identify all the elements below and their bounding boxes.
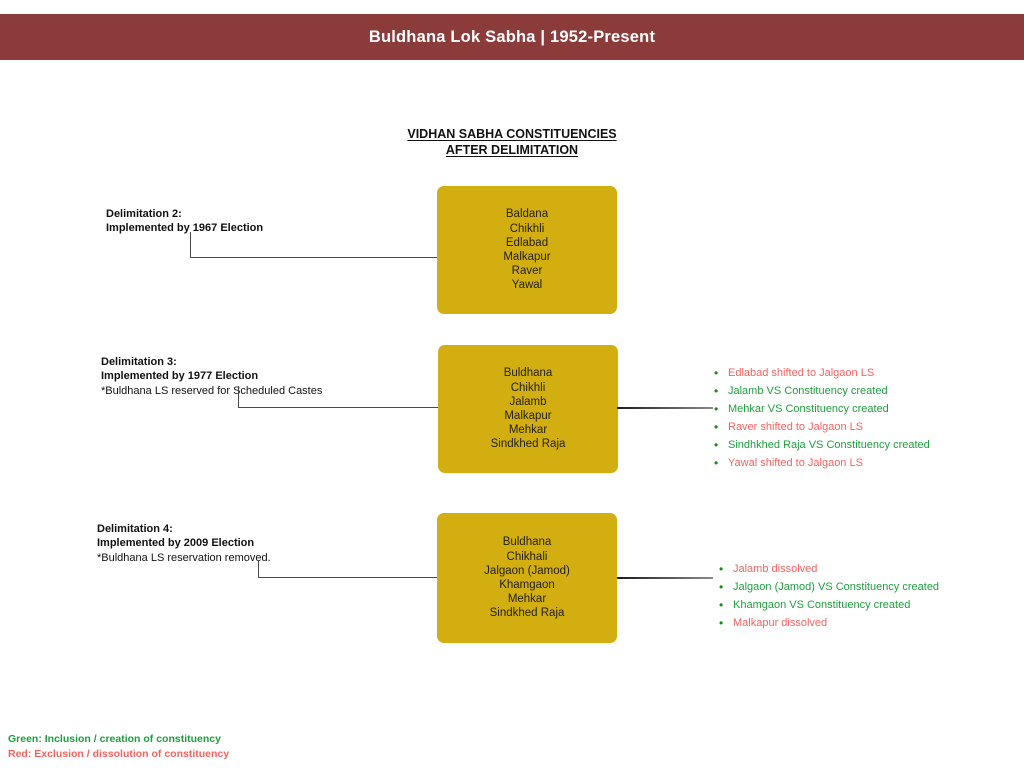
delimitation-label-2: Delimitation 2: Implemented by 1967 Elec… (106, 207, 263, 235)
constituency-item: Malkapur (503, 251, 551, 263)
delimitation-label-title: Delimitation 2: (106, 208, 182, 220)
constituency-item: Chikhali (506, 550, 548, 563)
changes-list-delimitation-4: Jalamb dissolved Jalgaon (Jamod) VS Cons… (719, 560, 939, 632)
constituency-item: Yawal (511, 279, 543, 292)
diagram-title-line-2: AFTER DELIMITATION (445, 142, 579, 157)
delimitation-label-title: Delimitation 4: (97, 523, 173, 535)
diagram-title: VIDHAN SABHA CONSTITUENCIES AFTER DELIMI… (0, 127, 1024, 158)
delimitation-label-subtitle: Implemented by 1977 Election (101, 370, 259, 382)
color-legend: Green: Inclusion / creation of constitue… (8, 732, 229, 762)
legend-green-line: Green: Inclusion / creation of constitue… (8, 733, 221, 745)
constituency-item: Edlabad (505, 236, 549, 249)
constituency-item: Sindkhed Raja (490, 438, 566, 451)
change-item: Yawal shifted to Jalgaon LS (714, 454, 930, 472)
change-item: Mehkar VS Constituency created (714, 400, 930, 418)
constituency-item: Buldhana (502, 536, 552, 549)
constituency-item: Khamgaon (499, 579, 555, 591)
delimitation-label-title: Delimitation 3: (101, 356, 177, 368)
constituency-item: Malkapur (504, 410, 552, 422)
constituency-item: Jalgaon (Jamod) (484, 564, 570, 577)
change-item: Raver shifted to Jalgaon LS (714, 418, 930, 436)
connector-elbow-label-to-box (238, 386, 441, 408)
constituency-item: Jalamb (509, 395, 547, 408)
connector-elbow-label-to-box (190, 232, 440, 258)
constituency-item: Chikhli (510, 381, 546, 394)
legend-red-line: Red: Exclusion / dissolution of constitu… (8, 748, 230, 760)
connector-elbow-label-to-box (258, 561, 440, 578)
connector-box-to-changes (617, 577, 713, 579)
change-item: Sindhkhed Raja VS Constituency created (714, 436, 930, 454)
delimitation-label-note: *Buldhana LS reserved for Scheduled Cast… (101, 385, 323, 397)
delimitation-label-3: Delimitation 3: Implemented by 1977 Elec… (101, 355, 322, 398)
page-title: Buldhana Lok Sabha | 1952-Present (368, 27, 656, 46)
constituency-item: Mehkar (507, 593, 547, 606)
delimitation-label-subtitle: Implemented by 1967 Election (106, 222, 264, 234)
constituency-item: Mehkar (508, 424, 548, 437)
constituency-item: Raver (511, 265, 543, 278)
constituency-box-delimitation-3: Buldhana Chikhli Jalamb Malkapur Mehkar … (438, 345, 618, 473)
change-item: Jalamb dissolved (719, 560, 939, 578)
change-item: Malkapur dissolved (719, 614, 939, 632)
diagram-title-line-1: VIDHAN SABHA CONSTITUENCIES (407, 127, 617, 141)
delimitation-label-4: Delimitation 4: Implemented by 2009 Elec… (97, 522, 271, 565)
constituency-item: Chikhli (509, 222, 545, 235)
constituency-item: Sindkhed Raja (489, 607, 565, 620)
constituency-box-delimitation-4: Buldhana Chikhali Jalgaon (Jamod) Khamga… (437, 513, 617, 643)
connector-box-to-changes (617, 407, 713, 409)
changes-list-delimitation-3: Edlabad shifted to Jalgaon LS Jalamb VS … (714, 364, 930, 472)
change-item: Jalamb VS Constituency created (714, 382, 930, 400)
constituency-item: Baldana (505, 208, 549, 221)
constituency-item: Buldhana (503, 367, 553, 380)
delimitation-label-note: *Buldhana LS reservation removed. (97, 552, 271, 564)
constituency-box-delimitation-2: Baldana Chikhli Edlabad Malkapur Raver Y… (437, 186, 617, 314)
page-header-bar: Buldhana Lok Sabha | 1952-Present (0, 14, 1024, 60)
change-item: Khamgaon VS Constituency created (719, 596, 939, 614)
delimitation-label-subtitle: Implemented by 2009 Election (97, 537, 255, 549)
change-item: Jalgaon (Jamod) VS Constituency created (719, 578, 939, 596)
change-item: Edlabad shifted to Jalgaon LS (714, 364, 930, 382)
